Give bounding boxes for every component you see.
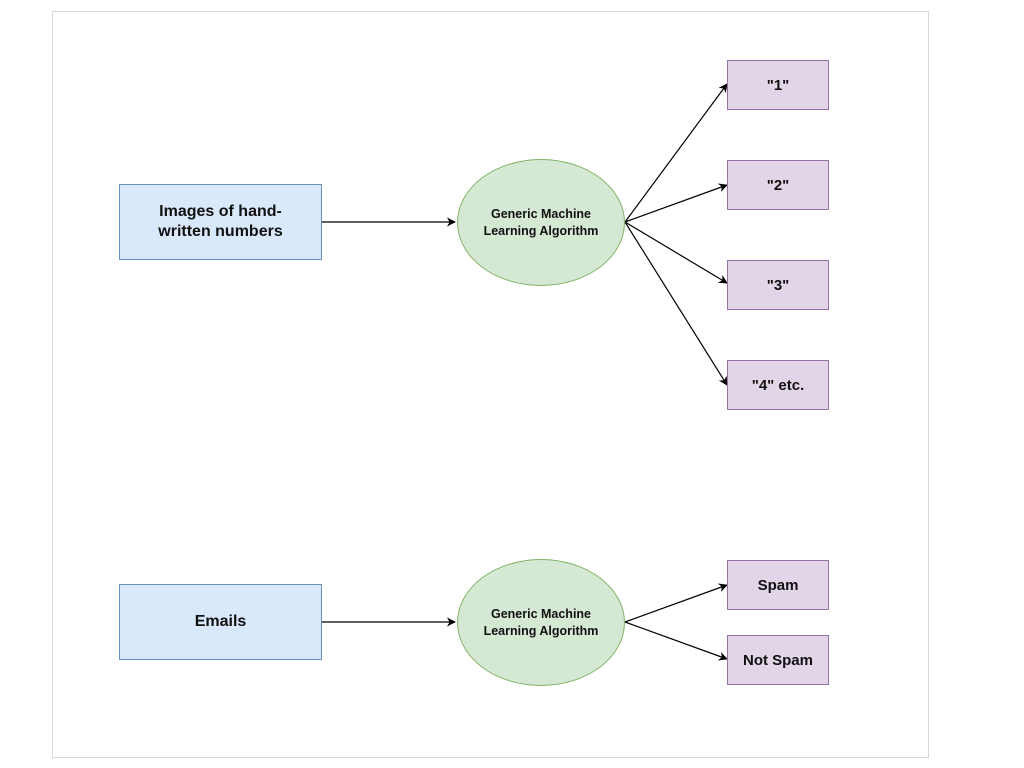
edge-top-algorithm-to-output-2 <box>624 183 728 223</box>
top-output-1[interactable]: "1" <box>727 60 829 110</box>
bottom-input-label: Emails <box>194 613 247 630</box>
top-output-2[interactable]: "2" <box>727 160 829 210</box>
bottom-algorithm-label: Generic Machine Learning Algorithm <box>483 606 599 638</box>
edge-top-algorithm-to-output-4 <box>624 221 728 386</box>
bottom-output-not-spam-label: Not Spam <box>742 651 813 669</box>
top-output-1-label: "1" <box>766 76 790 94</box>
top-input-box[interactable]: Images of hand-written numbers <box>119 184 322 260</box>
edge-bottom-algorithm-to-spam <box>624 583 728 623</box>
top-algorithm-node[interactable]: Generic Machine Learning Algorithm <box>457 159 625 286</box>
top-output-3[interactable]: "3" <box>727 260 829 310</box>
bottom-output-not-spam[interactable]: Not Spam <box>727 635 829 685</box>
edge-bottom-algorithm-to-not-spam <box>624 621 728 661</box>
top-input-label: Images of hand-written numbers <box>158 203 283 240</box>
top-output-3-label: "3" <box>766 276 790 294</box>
top-algorithm-label: Generic Machine Learning Algorithm <box>483 206 599 238</box>
bottom-output-spam[interactable]: Spam <box>727 560 829 610</box>
bottom-output-spam-label: Spam <box>757 576 799 594</box>
bottom-input-box[interactable]: Emails <box>119 584 322 660</box>
top-output-2-label: "2" <box>766 176 790 194</box>
edge-top-algorithm-to-output-3 <box>624 221 728 284</box>
top-output-4-label: "4" etc. <box>751 376 805 394</box>
top-output-4[interactable]: "4" etc. <box>727 360 829 410</box>
edge-top-algorithm-to-output-1 <box>624 83 728 223</box>
bottom-algorithm-node[interactable]: Generic Machine Learning Algorithm <box>457 559 625 686</box>
